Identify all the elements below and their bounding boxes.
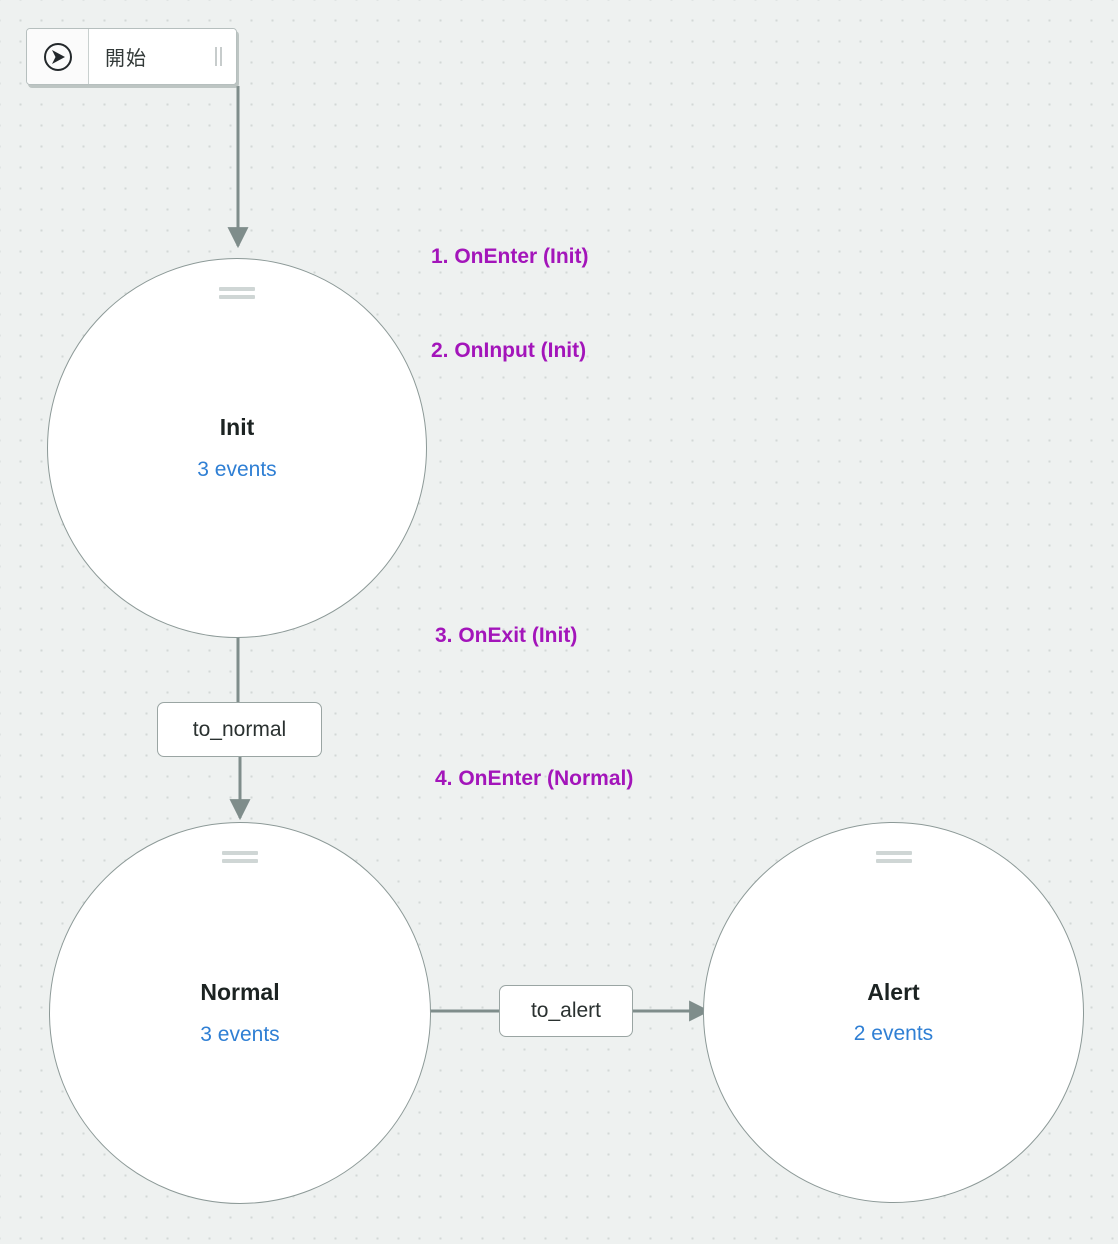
drag-handle-icon[interactable]	[222, 851, 258, 863]
annotation-1-onenter-init: 1. OnEnter (Init)	[431, 245, 589, 268]
start-node-label: 開始	[105, 48, 147, 70]
play-circle-icon[interactable]	[27, 29, 89, 84]
transition-label-to-alert-text: to_alert	[530, 999, 602, 1022]
start-node[interactable]: 開始	[26, 28, 237, 85]
annotation-3-onexit-init: 3. OnExit (Init)	[435, 624, 578, 647]
state-node-normal[interactable]: Normal 3 events	[49, 822, 431, 1204]
transition-label-to-normal[interactable]: to_normal	[157, 702, 322, 757]
state-events-normal: 3 events	[200, 1022, 280, 1046]
state-node-alert[interactable]: Alert 2 events	[703, 822, 1084, 1203]
start-node-body[interactable]: 開始	[89, 29, 236, 84]
state-name-alert: Alert	[867, 978, 920, 1005]
state-events-init: 3 events	[197, 457, 277, 481]
state-events-alert: 2 events	[853, 1022, 934, 1046]
transition-label-to-alert[interactable]: to_alert	[499, 985, 633, 1037]
drag-handle-icon[interactable]	[219, 287, 255, 299]
state-name-normal: Normal	[200, 979, 280, 1006]
pause-icon[interactable]	[215, 47, 222, 66]
state-node-init[interactable]: Init 3 events	[47, 258, 427, 638]
annotation-4-onenter-normal: 4. OnEnter (Normal)	[435, 767, 634, 790]
annotation-2-oninput-init: 2. OnInput (Init)	[431, 339, 587, 362]
state-name-init: Init	[219, 414, 255, 441]
transition-label-to-normal-text: to_normal	[192, 717, 287, 741]
drag-handle-icon[interactable]	[875, 851, 912, 863]
